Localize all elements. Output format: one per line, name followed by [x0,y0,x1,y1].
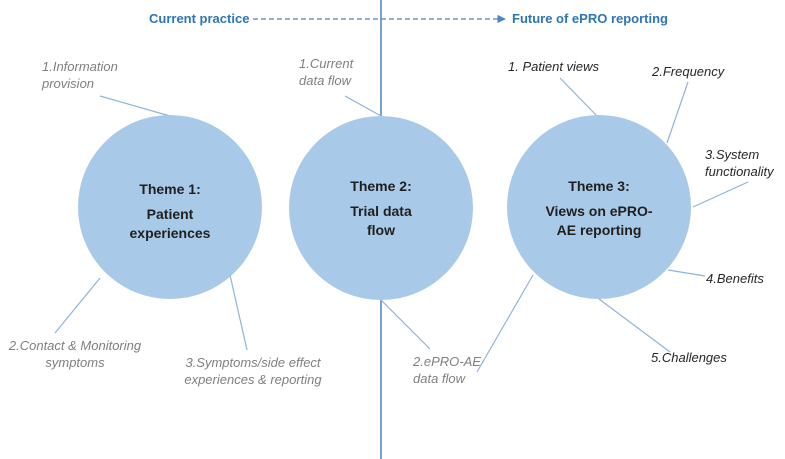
subtheme-epro-ae-data-flow: 2.ePRO-AE data flow [413,354,481,386]
subtheme-challenges: 5.Challenges [651,350,727,365]
theme-2-name-line-1: Trial data [350,203,412,219]
subtheme-information-provision: 1.Information provision [42,59,118,91]
connector-t3-views [559,77,599,118]
theme-1-circle [78,115,262,299]
subtheme-system-functionality: 3.System functionality [705,147,774,179]
theme-3-name-line-2: AE reporting [556,222,642,238]
theme-1-name-line-2: experiences [129,225,211,241]
connector-t1-info [99,95,171,117]
connector-t1-symptoms [229,274,248,351]
connector-t3-system [692,181,749,208]
subtheme-patient-views: 1. Patient views [508,59,600,74]
theme-1-label: Theme 1: Patient experiences [100,180,240,243]
connector-t2-epro [380,299,431,350]
subtheme-frequency: 2.Frequency [652,64,725,79]
theme-1-name-line-1: Patient [146,206,194,222]
theme-3-circle [507,115,691,299]
connector-t3-benefits [667,269,706,277]
subtheme-contact-monitoring: 2.Contact & Monitoring symptoms [8,338,142,370]
connector-t2-current [344,95,382,117]
subtheme-benefits: 4.Benefits [706,271,764,286]
theme-2-label: Theme 2: Trial data flow [311,177,451,240]
theme-2-circle [289,116,473,300]
connector-t1-contact [54,277,101,334]
theme-1-title: Theme 1: [139,181,201,197]
theme-2-title: Theme 2: [350,178,412,194]
subtheme-symptoms-side-effects: 3.Symptoms/side effect experiences & rep… [184,355,322,387]
subtheme-current-data-flow: 1.Current data flow [299,56,354,88]
connector-t3-epro [476,274,534,373]
header-future-epro: Future of ePRO reporting [512,11,668,26]
theme-2-name-line-2: flow [367,222,395,238]
connector-t3-challenges [598,298,671,353]
connector-t3-frequency [666,81,689,144]
header-current-practice: Current practice [149,11,250,26]
theme-3-label: Theme 3: Views on ePRO- AE reporting [524,177,674,240]
theme-3-title: Theme 3: [568,178,630,194]
theme-3-name-line-1: Views on ePRO- [545,203,653,219]
